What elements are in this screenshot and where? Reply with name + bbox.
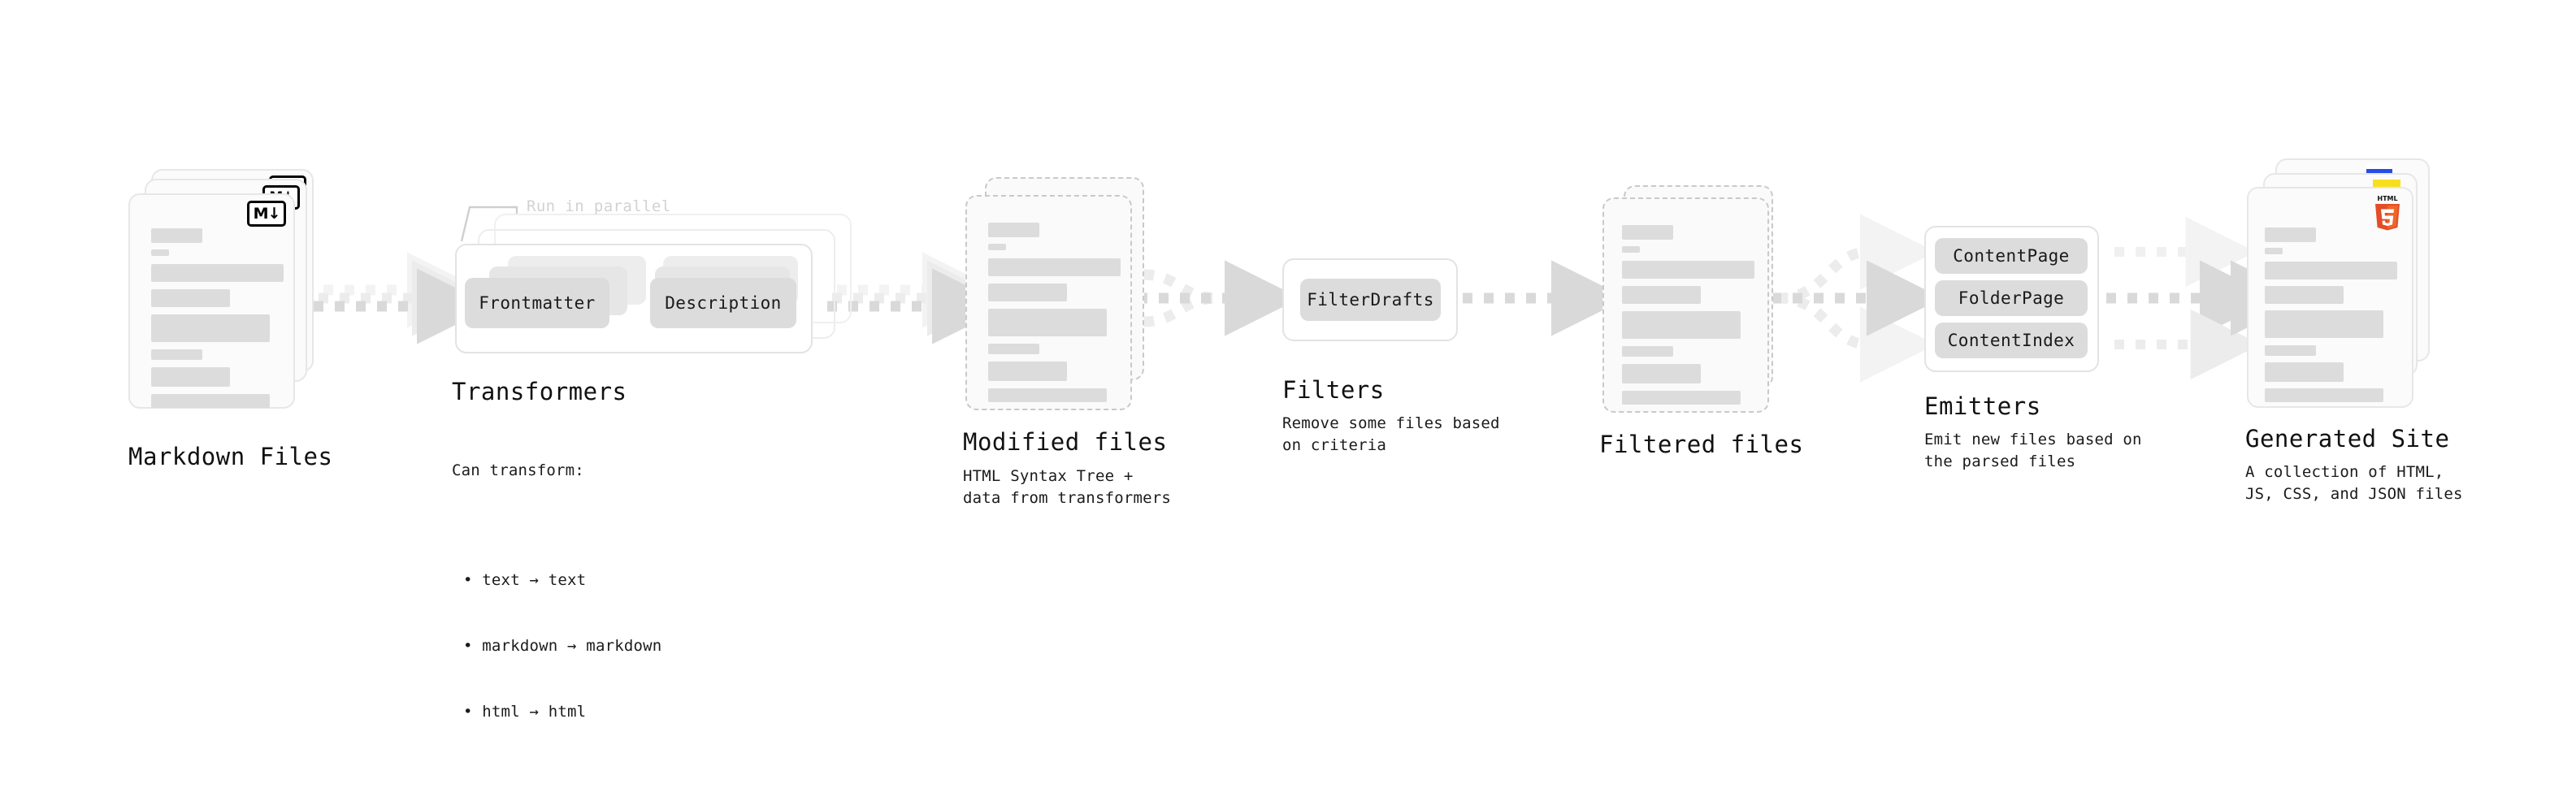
content-bar (151, 228, 202, 243)
stage-title-filters: Filters (1282, 376, 1385, 404)
content-bar (1622, 261, 1754, 279)
stage-desc-emitters: Emit new files based on the parsed files (1924, 431, 2142, 470)
emitter-contentpage[interactable]: ContentPage (1935, 238, 2088, 274)
content-bar (151, 264, 284, 282)
content-bar (1622, 364, 1701, 383)
stage-desc-generated-site: A collection of HTML, JS, CSS, and JSON … (2245, 463, 2463, 503)
stage-title-modified-files: Modified files (963, 428, 1168, 456)
stage-title-filtered-files: Filtered files (1599, 431, 1804, 458)
transformer-description[interactable]: Description (650, 278, 796, 328)
content-bar (151, 314, 270, 342)
html5-icon: HTML (2373, 193, 2402, 231)
stage-desc-modified-files: HTML Syntax Tree + data from transformer… (963, 467, 1172, 507)
content-bar (2265, 388, 2383, 402)
content-bar (988, 244, 1006, 250)
filter-filterdrafts[interactable]: FilterDrafts (1300, 279, 1441, 321)
content-bar (1622, 286, 1701, 304)
content-bar (1622, 391, 1741, 405)
stage-title-markdown-files: Markdown Files (128, 443, 333, 470)
transform-bullet: • html → html (463, 702, 587, 721)
content-bar (988, 388, 1107, 402)
content-bar (151, 349, 202, 360)
filtered-file-card[interactable] (1602, 197, 1769, 413)
content-bar (988, 344, 1039, 354)
content-bar (1622, 246, 1640, 253)
content-bar (1622, 311, 1741, 339)
stage-title-transformers: Transformers (452, 378, 627, 405)
content-bar (988, 309, 1107, 336)
emitter-folderpage[interactable]: FolderPage (1935, 280, 2088, 316)
content-bar (988, 223, 1039, 237)
connector-layer (314, 206, 2307, 383)
content-bar (151, 289, 230, 307)
content-bar (151, 249, 169, 256)
content-bar (988, 258, 1121, 276)
markdown-icon: M↓ (247, 201, 286, 227)
emitter-contentindex[interactable]: ContentIndex (1935, 323, 2088, 358)
content-bar (2265, 262, 2397, 279)
content-bar (988, 284, 1067, 301)
transformer-frontmatter[interactable]: Frontmatter (465, 278, 609, 328)
transform-bullet-list: • text → text • markdown → markdown • ht… (452, 526, 661, 767)
content-bar (2265, 345, 2316, 356)
content-bar (1622, 346, 1673, 357)
content-bar (2265, 227, 2316, 242)
svg-text:HTML: HTML (2377, 195, 2397, 202)
content-bar (988, 362, 1067, 381)
transform-bullet: • markdown → markdown (463, 636, 662, 655)
content-bar (2265, 248, 2283, 254)
stage-title-generated-site: Generated Site (2245, 425, 2450, 453)
connector-modified-to-filters (1138, 260, 1301, 336)
content-bar (2265, 310, 2383, 338)
markdown-file-card[interactable] (128, 193, 295, 409)
content-bar (2265, 286, 2344, 304)
generated-file-card[interactable] (2247, 187, 2413, 408)
transform-desc-lead: Can transform: (452, 461, 584, 479)
run-in-parallel-label: Run in parallel (527, 197, 671, 215)
transform-bullet: • text → text (463, 570, 587, 589)
content-bar (151, 394, 270, 408)
content-bar (2265, 362, 2344, 382)
connector-filtered-to-emitters (1772, 214, 1943, 383)
connector-md-to-transformers (314, 252, 493, 344)
modified-file-card[interactable] (965, 195, 1132, 410)
stage-desc-filters: Remove some files based on criteria (1282, 414, 1500, 454)
stage-desc-transformers: Can transform: • text → text • markdown … (452, 416, 661, 810)
connector-emitters-to-site (2106, 216, 2276, 380)
stage-title-emitters: Emitters (1924, 392, 2041, 420)
content-bar (151, 367, 230, 387)
diagram-canvas: M↓ M↓ M↓ Markdown Files Frontmatter Des (128, 158, 2463, 721)
content-bar (1622, 225, 1673, 240)
css-icon (2366, 163, 2392, 174)
